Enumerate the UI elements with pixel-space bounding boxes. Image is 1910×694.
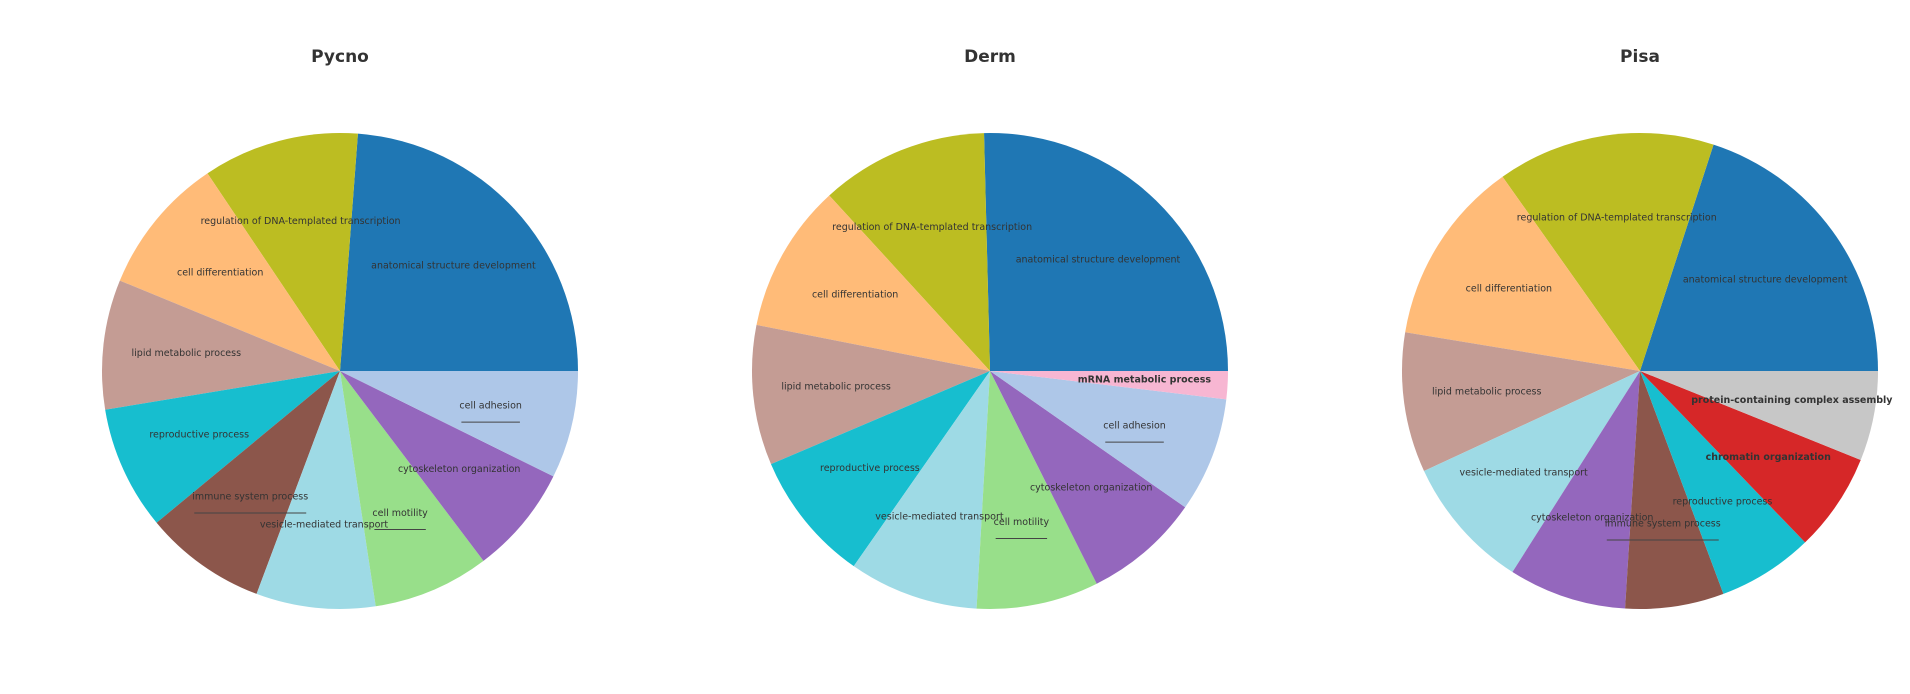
slice-label: mRNA metabolic process	[1078, 375, 1212, 386]
slice-label: protein-containing complex assembly	[1691, 395, 1893, 406]
slice-label: lipid metabolic process	[132, 348, 242, 359]
slice-label: regulation of DNA-templated transcriptio…	[1517, 213, 1717, 224]
slice-label: anatomical structure development	[1683, 275, 1848, 286]
slice-label: cytoskeleton organization	[1030, 483, 1152, 494]
pie-slice	[990, 371, 1228, 400]
slice-label: reproductive process	[149, 430, 249, 441]
slice-label: anatomical structure development	[371, 260, 536, 271]
pie-slice	[101, 280, 340, 410]
pie-slice	[105, 371, 340, 523]
pie-slice	[1640, 144, 1878, 371]
pie-chart-pycno: Pycno anatomical structure development reg…	[101, 47, 578, 609]
slice-label: reproductive process	[820, 463, 920, 474]
pie-slice	[256, 371, 376, 609]
slice-label: cell differentiation	[812, 290, 898, 301]
pie-slice	[119, 173, 340, 371]
slice-label: chromatin organization	[1706, 452, 1831, 463]
slice-label: cell differentiation	[177, 268, 263, 279]
slice-label: anatomical structure development	[1016, 255, 1181, 266]
pie-slice	[756, 195, 990, 371]
slice-label: cytoskeleton organization	[1531, 513, 1653, 524]
slice-label: reproductive process	[1673, 496, 1773, 507]
slice-label: cell motility	[994, 517, 1050, 528]
slice-label: lipid metabolic process	[781, 382, 891, 393]
slice-label: immune system process	[1605, 519, 1721, 530]
slice-label: vesicle-mediated transport	[875, 512, 1004, 523]
slice-label: cell differentiation	[1466, 283, 1552, 294]
pie-slice	[1402, 332, 1640, 471]
chart-title: Pycno	[311, 47, 369, 67]
slice-label: cell adhesion	[1103, 421, 1166, 432]
pie-slice	[340, 371, 484, 607]
pie-slice	[990, 371, 1186, 584]
slice-label: vesicle-mediated transport	[260, 519, 389, 530]
slice-label: immune system process	[192, 492, 308, 503]
pie-slice	[1640, 371, 1878, 461]
pie-slice	[156, 371, 340, 594]
chart-title: Derm	[964, 47, 1016, 67]
pie-slice	[207, 133, 358, 371]
pie-chart-pisa: Pisa anatomical structure development regu…	[1402, 47, 1893, 609]
pie-slice	[1405, 176, 1640, 371]
slice-label: regulation of DNA-templated transcriptio…	[832, 222, 1032, 233]
pie-slice	[340, 133, 578, 371]
pie-slice	[1640, 371, 1806, 594]
slice-label: cytoskeleton organization	[398, 464, 520, 475]
pie-slice	[1502, 132, 1714, 371]
pie-chart-derm: Derm anatomical structure development regu…	[752, 47, 1228, 609]
pie-slice	[340, 371, 578, 477]
pie-slice	[829, 133, 990, 371]
pie-slice	[1625, 371, 1724, 609]
pie-slice	[752, 324, 990, 465]
pie-slice	[770, 371, 990, 567]
pie-slice	[1424, 371, 1640, 572]
pie-slice	[976, 371, 1097, 609]
slice-label: vesicle-mediated transport	[1459, 467, 1588, 478]
pie-slice	[853, 371, 990, 609]
slice-label: lipid metabolic process	[1432, 386, 1542, 397]
slice-label: cell adhesion	[459, 401, 522, 412]
pie-slice	[990, 371, 1227, 508]
pie-slice	[984, 133, 1228, 371]
pie-slice	[340, 371, 554, 561]
slice-label: cell motility	[372, 508, 428, 519]
pie-slice	[1512, 371, 1640, 609]
pie-slice	[1640, 371, 1861, 543]
slice-label: regulation of DNA-templated transcriptio…	[201, 216, 401, 227]
chart-title: Pisa	[1620, 47, 1660, 67]
